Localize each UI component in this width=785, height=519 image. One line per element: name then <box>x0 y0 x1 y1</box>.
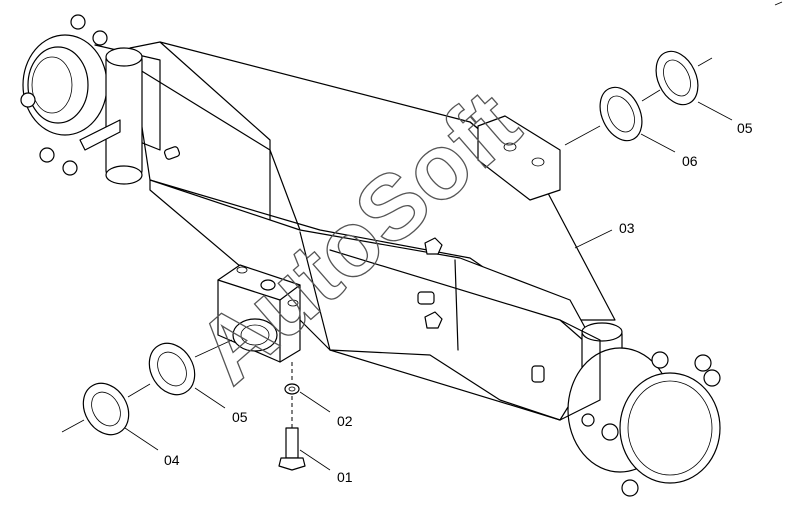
pivot-block <box>217 264 301 363</box>
leader-lines <box>124 1 783 471</box>
washer-05-left <box>148 342 196 396</box>
right-wheel-hub <box>559 319 721 497</box>
washer-06-right <box>599 86 643 142</box>
nut-02 <box>284 383 300 395</box>
callout-05-right: 05 <box>737 120 753 136</box>
axle-housing <box>129 41 616 421</box>
bolt-01 <box>278 427 306 471</box>
callout-01: 01 <box>337 469 353 485</box>
callout-02: 02 <box>337 413 353 429</box>
callout-04: 04 <box>164 452 180 468</box>
left-wheel-hub <box>20 14 181 185</box>
callout-05-left: 05 <box>232 409 248 425</box>
callout-03: 03 <box>619 220 635 236</box>
washer-05-right <box>655 50 699 106</box>
washer-04-left <box>82 382 130 436</box>
callout-06: 06 <box>682 153 698 169</box>
